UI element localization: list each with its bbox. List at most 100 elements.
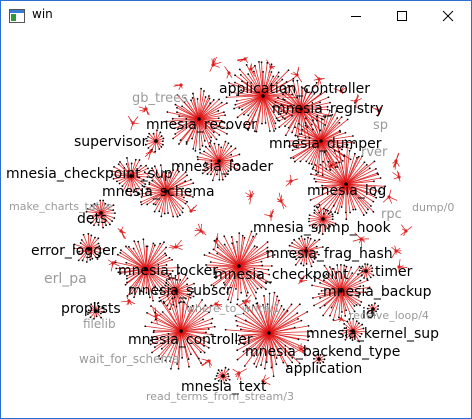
close-button[interactable] xyxy=(425,1,471,31)
leaf-node[interactable] xyxy=(377,109,381,113)
leaf-node[interactable] xyxy=(154,314,158,318)
leaf-node[interactable] xyxy=(214,239,218,243)
leaf-node[interactable] xyxy=(317,77,321,81)
leaf-node[interactable] xyxy=(111,261,115,265)
leaf-node[interactable] xyxy=(249,67,253,71)
node-label[interactable]: mnesia_snmp_hook xyxy=(253,220,392,236)
leaf-node[interactable] xyxy=(131,121,135,125)
graph-node-mnesia-registry[interactable] xyxy=(299,107,303,111)
node-label[interactable]: mnesia_kernel_sup xyxy=(306,326,439,342)
graph-node-mnesia-checkpoint-sup[interactable] xyxy=(129,174,133,178)
leaf-node[interactable] xyxy=(127,299,131,303)
leaf-node[interactable] xyxy=(249,194,253,198)
leaf-node[interactable] xyxy=(174,245,178,249)
graph-node-application[interactable] xyxy=(317,357,321,361)
leaf-node[interactable] xyxy=(387,195,391,199)
leaf-node[interactable] xyxy=(199,229,203,233)
node-label[interactable]: mnesia_controller xyxy=(128,332,253,348)
leaf-node[interactable] xyxy=(211,63,215,67)
graph-node-proplists[interactable] xyxy=(94,309,98,313)
graph-node-mnesia-frag-hash[interactable] xyxy=(304,249,308,253)
leaf-node[interactable] xyxy=(359,237,363,241)
node-label[interactable]: mnesia_loader xyxy=(171,159,273,175)
graph-node-mnesia-checkpoint[interactable] xyxy=(237,264,241,268)
node-label[interactable]: receive_loop/4 xyxy=(349,309,429,322)
graph-node-mnesia-recover[interactable] xyxy=(197,117,201,121)
node-label[interactable]: rver xyxy=(361,145,388,160)
leaf-node[interactable] xyxy=(244,299,248,303)
graph-node-mnesia-backup[interactable] xyxy=(339,289,343,293)
node-label[interactable]: make_charts_table xyxy=(9,200,113,213)
leaf-node[interactable] xyxy=(397,265,401,269)
leaf-node[interactable] xyxy=(269,214,273,218)
node-label[interactable]: mnesia_dumper xyxy=(269,136,382,152)
leaf-node[interactable] xyxy=(354,99,358,103)
leaf-node[interactable] xyxy=(289,179,293,183)
node-label[interactable]: mnesia_frag_hash xyxy=(266,246,393,262)
leaf-node[interactable] xyxy=(214,302,218,306)
node-label[interactable]: erl_pa xyxy=(44,271,87,287)
node-label[interactable]: where_to_write/1 xyxy=(186,302,280,315)
node-label[interactable]: proplists xyxy=(61,301,121,317)
graph-node-io[interactable] xyxy=(371,307,375,311)
leaf-node[interactable] xyxy=(394,159,398,163)
leaf-node[interactable] xyxy=(227,71,231,75)
node-label[interactable]: mnesia_recover xyxy=(146,117,257,133)
node-label[interactable]: supervisor xyxy=(74,134,147,150)
maximize-button[interactable] xyxy=(379,1,425,31)
leaf-node[interactable] xyxy=(144,107,148,111)
node-label[interactable]: error_logger xyxy=(31,243,117,259)
node-label[interactable]: read_terms_from_stream/3 xyxy=(146,390,294,403)
title-bar[interactable]: win xyxy=(1,1,471,31)
node-label[interactable]: mnesia_schema xyxy=(102,184,215,200)
graph-node-mnesia-backend-type[interactable] xyxy=(267,331,271,335)
node-label[interactable]: mnesia_log xyxy=(307,183,386,199)
graph-node-mnesia-text[interactable] xyxy=(221,374,225,378)
node-label[interactable]: timer xyxy=(375,264,413,280)
leaf-node[interactable] xyxy=(404,229,408,233)
node-label[interactable]: rpc xyxy=(381,207,402,222)
node-label[interactable]: mnesia_subscr xyxy=(128,283,232,299)
node-label[interactable]: dump/0 xyxy=(412,201,454,214)
leaf-node[interactable] xyxy=(269,65,273,69)
dependency-graph[interactable]: application_controller mnesia_registrymne… xyxy=(1,31,471,418)
leaf-node[interactable] xyxy=(279,199,283,203)
graph-node-mnesia-dumper[interactable] xyxy=(319,139,323,143)
node-label[interactable]: wait_for_schema xyxy=(79,352,180,366)
graph-node-timer[interactable] xyxy=(364,269,368,273)
graph-node-mnesia-snmp-hook[interactable] xyxy=(321,217,325,221)
leaf-node[interactable] xyxy=(299,279,303,283)
leaf-node[interactable] xyxy=(189,209,193,213)
leaf-node[interactable] xyxy=(119,229,123,233)
node-label[interactable]: application_controller xyxy=(219,81,370,97)
leaf-node[interactable] xyxy=(339,317,343,321)
node-label[interactable]: mnesia_backend_type xyxy=(245,344,400,360)
leaf-node[interactable] xyxy=(207,359,211,363)
leaf-node[interactable] xyxy=(243,57,247,61)
node-label[interactable]: filelib xyxy=(83,317,116,331)
node-label[interactable]: mnesia_registry xyxy=(272,101,384,117)
graph-node-mnesia-kernel-sup[interactable] xyxy=(351,329,355,333)
graph-node-mnesia-log[interactable] xyxy=(344,182,348,186)
graph-node-dets[interactable] xyxy=(99,211,103,215)
node-label[interactable]: gb_trees xyxy=(132,91,188,106)
leaf-node[interactable] xyxy=(295,73,299,77)
leaf-node[interactable] xyxy=(299,347,303,351)
graph-node-mnesia-subscr[interactable] xyxy=(174,289,178,293)
graph-node-application-controller[interactable] xyxy=(261,94,265,98)
node-label[interactable]: io xyxy=(362,306,374,322)
node-label[interactable]: application xyxy=(285,361,362,377)
node-label[interactable]: mnesia_locker xyxy=(118,263,218,279)
leaf-node[interactable] xyxy=(394,249,398,253)
node-label[interactable]: mnesia_backup xyxy=(323,284,432,300)
leaf-node[interactable] xyxy=(339,89,343,93)
node-label[interactable]: sp xyxy=(373,118,388,133)
graph-node-mnesia-controller[interactable] xyxy=(179,329,183,333)
graph-node-mnesia-locker[interactable] xyxy=(144,267,148,271)
minimize-button[interactable] xyxy=(333,1,379,31)
graph-node-mnesia-loader[interactable] xyxy=(217,159,221,163)
node-label[interactable]: mnesia_text xyxy=(181,379,267,395)
node-label[interactable]: mnesia_checkpoint_sup xyxy=(6,166,173,182)
leaf-node[interactable] xyxy=(397,175,401,179)
graph-node-mnesia-schema[interactable] xyxy=(164,189,168,193)
